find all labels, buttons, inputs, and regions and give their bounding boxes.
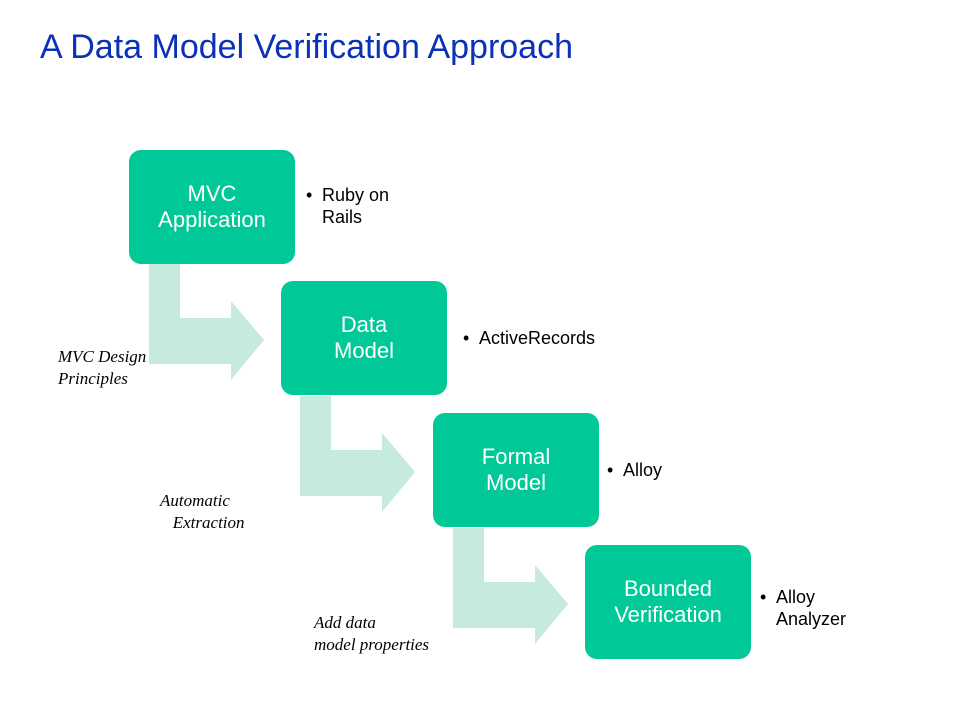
step-detail-ruby-on-rails: Ruby on Rails: [306, 184, 422, 228]
bent-arrow-1: [149, 264, 264, 380]
step-box-mvc-application: MVC Application: [129, 150, 295, 264]
step-detail-alloy: Alloy: [607, 459, 662, 481]
page-title: A Data Model Verification Approach: [40, 28, 573, 66]
step-label: Bounded Verification: [614, 576, 722, 627]
bent-arrow-2: [300, 396, 415, 512]
step-detail-alloy-analyzer: Alloy Analyzer: [760, 586, 876, 630]
step-label: Data Model: [334, 312, 394, 363]
annotation-mvc-design-principles: MVC Design Principles: [58, 347, 147, 388]
annotation-add-data-model-properties: Add data model properties: [314, 613, 430, 654]
step-label: Formal Model: [481, 444, 551, 495]
step-box-data-model: Data Model: [281, 281, 447, 395]
bent-arrow-3: [453, 528, 568, 644]
step-detail-activerecords: ActiveRecords: [463, 327, 595, 349]
step-label: MVC Application: [158, 181, 266, 232]
step-box-formal-model: Formal Model: [433, 413, 599, 527]
annotation-automatic-extraction: Automatic Extraction: [160, 491, 245, 532]
step-box-bounded-verification: Bounded Verification: [585, 545, 751, 659]
